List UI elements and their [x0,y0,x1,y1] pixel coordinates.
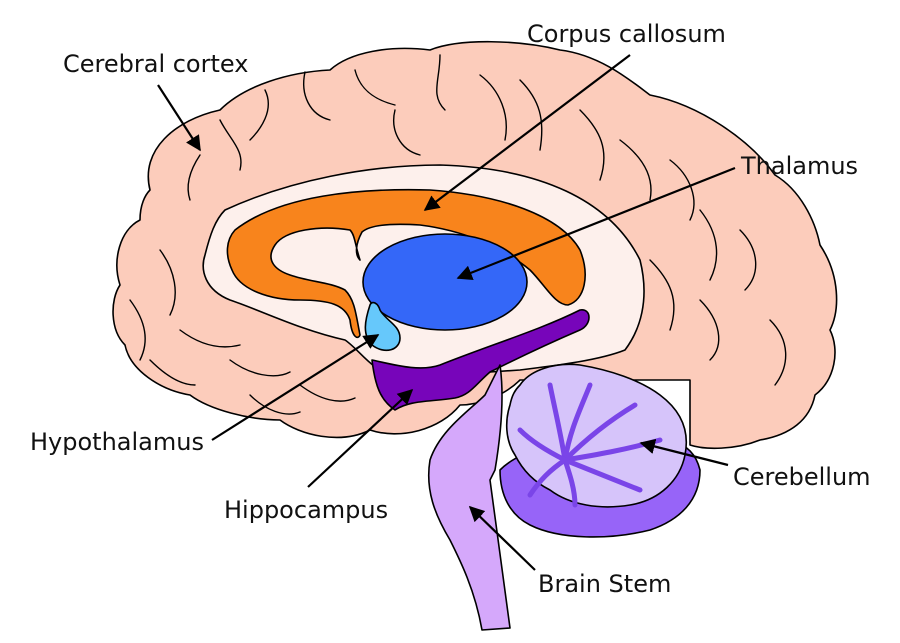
pointer-hypothalamus [211,334,380,441]
pointer-hippocampus [307,388,414,488]
label-hippocampus: Hippocampus [224,496,388,524]
label-cerebellum: Cerebellum [733,463,871,491]
pointer-cerebral-cortex [157,84,201,152]
pointer-cerebellum [639,438,729,467]
label-brain-stem: Brain Stem [538,570,671,598]
cortex-folds [129,54,787,415]
pointer-corpus-callosum [423,54,631,211]
pointer-lines [157,54,736,571]
label-hypothalamus: Hypothalamus [30,428,204,456]
pointer-brain-stem [468,505,536,571]
thalamus [362,233,528,331]
brain-stem [427,364,511,631]
label-thalamus: Thalamus [740,152,858,180]
cerebellum [499,363,701,538]
corpus-callosum [226,188,586,339]
pointer-thalamus [456,166,736,281]
label-cerebral-cortex: Cerebral cortex [63,50,248,78]
label-corpus-callosum: Corpus callosum [527,20,726,48]
